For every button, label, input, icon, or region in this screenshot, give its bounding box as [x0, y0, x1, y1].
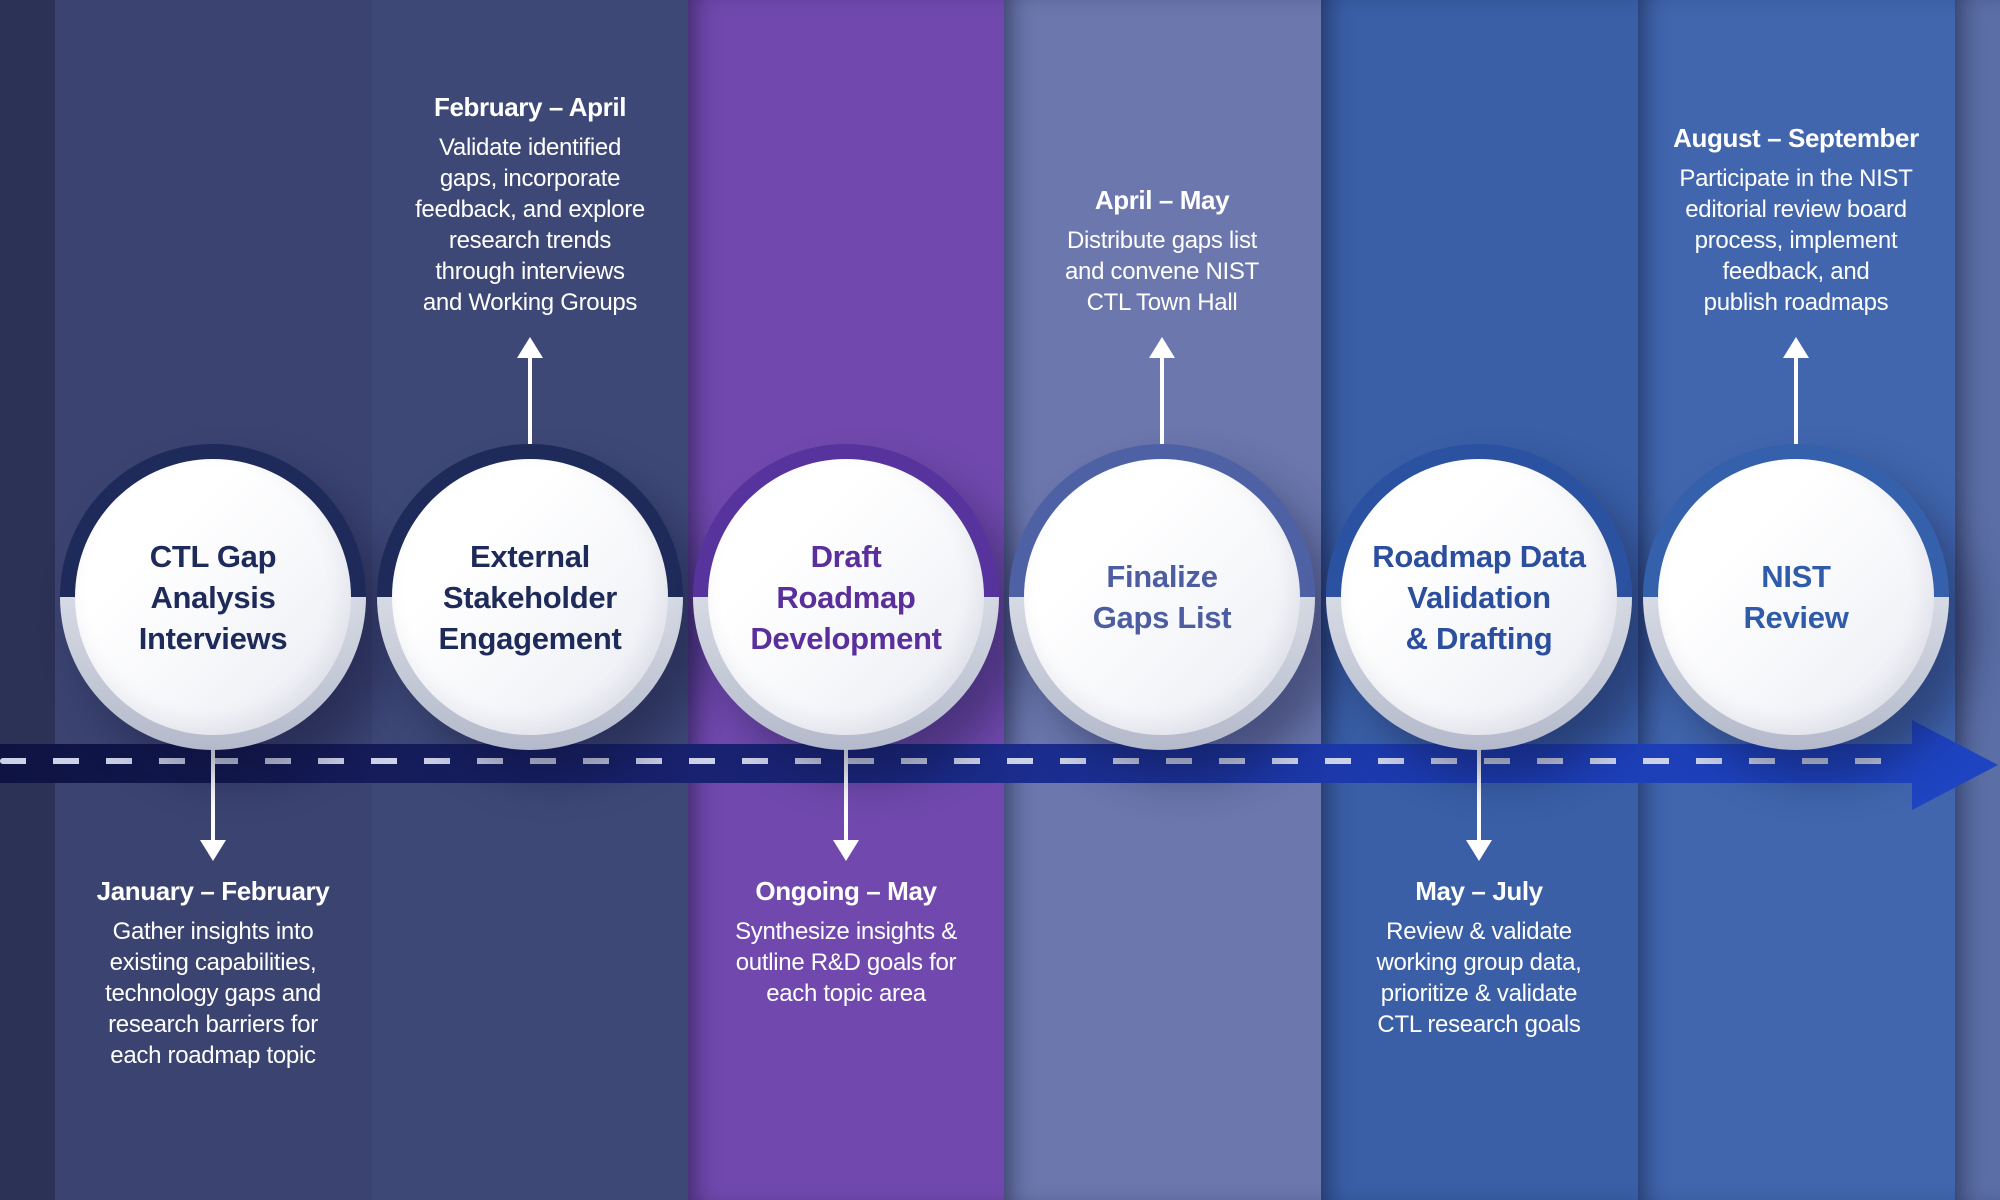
milestone-description: Synthesize insights & outline R&D goals … — [735, 918, 957, 1007]
milestone-roadmap-data-validation-drafting: Roadmap Data Validation & Drafting May –… — [1314, 0, 1644, 1200]
connector-line — [844, 748, 848, 841]
connector-line — [528, 357, 532, 445]
milestone-title: NIST Review — [1743, 559, 1849, 635]
milestone-circle-face: CTL Gap Analysis Interviews — [75, 459, 351, 735]
milestone-draft-roadmap-development: Draft Roadmap Development Ongoing – May … — [681, 0, 1011, 1200]
milestone-circle: CTL Gap Analysis Interviews — [60, 444, 366, 750]
milestone-circle: Finalize Gaps List — [1009, 444, 1315, 750]
milestone-text-block: August – September Participate in the NI… — [1631, 123, 1961, 318]
milestone-external-stakeholder-engagement: External Stakeholder Engagement February… — [365, 0, 695, 1200]
date-range: May – July — [1415, 876, 1543, 906]
milestone-text-block: January – February Gather insights into … — [48, 876, 378, 1071]
date-range: February – April — [433, 92, 627, 122]
date-range: August – September — [1673, 123, 1919, 153]
background-strip-left — [0, 0, 55, 1200]
arrow-down-icon — [833, 840, 859, 861]
date-range: January – February — [96, 876, 330, 906]
milestone-title: CTL Gap Analysis Interviews — [138, 538, 288, 656]
milestone-description: Validate identified gaps, incorporate fe… — [415, 134, 645, 316]
timeline-dashed-line — [0, 758, 1906, 764]
milestone-circle-face: Draft Roadmap Development — [708, 459, 984, 735]
connector-line — [1477, 748, 1481, 841]
arrow-right-icon — [1912, 720, 1998, 810]
arrow-up-icon — [517, 337, 543, 358]
milestone-text-block: February – April Validate identified gap… — [365, 92, 695, 318]
date-range: Ongoing – May — [755, 876, 937, 906]
arrow-down-icon — [1466, 840, 1492, 861]
milestone-ctl-gap-analysis-interviews: CTL Gap Analysis Interviews January – Fe… — [48, 0, 378, 1200]
milestone-nist-review: NIST Review August – September Participa… — [1631, 0, 1961, 1200]
connector-line — [1794, 357, 1798, 445]
milestone-description: Review & validate working group data, pr… — [1376, 918, 1582, 1038]
milestone-text-block: Ongoing – May Synthesize insights & outl… — [681, 876, 1011, 1009]
milestone-circle-face: Roadmap Data Validation & Drafting — [1341, 459, 1617, 735]
milestone-circle: Roadmap Data Validation & Drafting — [1326, 444, 1632, 750]
milestone-finalize-gaps-list: Finalize Gaps List April – May Distribut… — [997, 0, 1327, 1200]
arrow-down-icon — [200, 840, 226, 861]
milestone-title: Finalize Gaps List — [1092, 559, 1232, 635]
milestone-text-block: April – May Distribute gaps list and con… — [997, 185, 1327, 318]
connector-line — [1160, 357, 1164, 445]
milestone-circle: NIST Review — [1643, 444, 1949, 750]
arrow-up-icon — [1783, 337, 1809, 358]
date-range: April – May — [1094, 185, 1230, 215]
milestone-title: External Stakeholder Engagement — [438, 538, 622, 656]
milestone-description: Gather insights into existing capabiliti… — [105, 918, 321, 1069]
milestone-description: Distribute gaps list and convene NIST CT… — [1065, 227, 1259, 316]
milestone-description: Participate in the NIST editorial review… — [1679, 165, 1913, 316]
arrow-up-icon — [1149, 337, 1175, 358]
milestone-circle-face: NIST Review — [1658, 459, 1934, 735]
milestone-title: Draft Roadmap Development — [750, 538, 942, 656]
background-strip-right — [1955, 0, 2000, 1200]
milestone-circle-face: Finalize Gaps List — [1024, 459, 1300, 735]
milestone-text-block: May – July Review & validate working gro… — [1314, 876, 1644, 1040]
connector-line — [211, 748, 215, 841]
milestone-title: Roadmap Data Validation & Drafting — [1372, 538, 1586, 656]
milestone-circle: Draft Roadmap Development — [693, 444, 999, 750]
milestone-circle-face: External Stakeholder Engagement — [392, 459, 668, 735]
milestone-circle: External Stakeholder Engagement — [377, 444, 683, 750]
